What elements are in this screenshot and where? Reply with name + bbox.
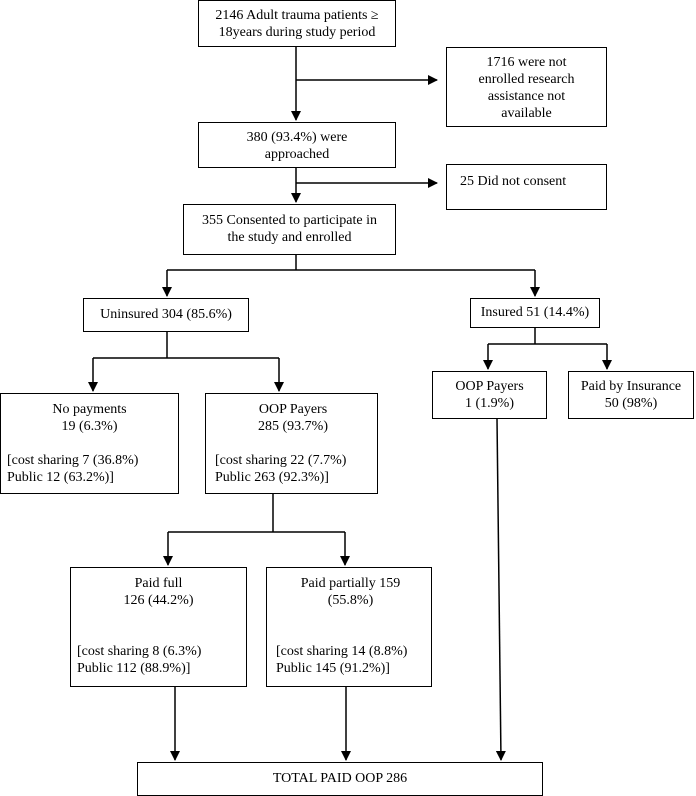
box-text-line: [cost sharing 22 (7.7%) [215, 453, 347, 468]
box-text-line [77, 609, 240, 626]
box-text-line: OOP Payers [258, 402, 328, 417]
box-text-line: 1716 were not [486, 55, 567, 70]
box-text-line: 380 (93.4%) were [246, 130, 348, 145]
box-not-consent: 25 Did not consent [446, 164, 607, 210]
box-text-line: assistance not [487, 89, 566, 104]
box-text-line: 1 (1.9%) [465, 396, 514, 411]
box-text-line: Paid partially 159 [300, 576, 401, 591]
box-text-line [7, 435, 172, 452]
box-text-line: 355 Consented to participate in [202, 213, 377, 228]
box-total-patients: 2146 Adult trauma patients ≥ 18years duri… [198, 0, 396, 47]
box-text-line: 285 (93.7%) [258, 419, 328, 434]
box-text-line: TOTAL PAID OOP 286 [272, 771, 408, 786]
box-text-line: Public 263 (92.3%)] [215, 470, 329, 485]
box-text-line: (55.8%) [327, 593, 374, 608]
box-text-line: Paid full [134, 576, 183, 591]
box-text-line: [cost sharing 14 (8.8%) [276, 644, 408, 659]
box-text-line: Public 12 (63.2%)] [7, 470, 114, 485]
box-text-line: 126 (44.2%) [123, 593, 194, 608]
box-no-payments: No payments 19 (6.3%) [cost sharing 7 (36… [0, 393, 179, 494]
box-text-line: No payments [52, 402, 127, 417]
box-text-line: [cost sharing 7 (36.8%) [7, 453, 139, 468]
box-text-line: OOP Payers [455, 379, 524, 394]
box-text-line: the study and enrolled [227, 230, 352, 245]
box-text-line: [cost sharing 8 (6.3%) [77, 644, 202, 659]
box-consented: 355 Consented to participate in the study… [183, 204, 396, 255]
box-text-line: 2146 Adult trauma patients ≥ [215, 8, 379, 23]
arrow-oop-insured-to-total [495, 418, 506, 761]
box-text-line [276, 609, 425, 626]
box-text-line [276, 626, 425, 643]
box-text-line: 18years during study period [218, 25, 376, 40]
box-insured: Insured 51 (14.4%) [470, 298, 600, 328]
box-text-line [77, 626, 240, 643]
box-paid-partially: Paid partially 159 (55.8%) [cost sharing … [266, 567, 432, 687]
box-text-line: Paid by Insurance [580, 379, 682, 394]
box-text-line: Insured 51 (14.4%) [480, 305, 590, 320]
box-paid-by-insurance: Paid by Insurance 50 (98%) [568, 371, 694, 419]
box-text-line: Public 145 (91.2%)] [276, 661, 390, 676]
box-total-paid: TOTAL PAID OOP 286 [137, 762, 543, 796]
box-uninsured: Uninsured 304 (85.6%) [83, 298, 249, 332]
box-text-line: 50 (98%) [604, 396, 658, 411]
box-not-enrolled: 1716 were not enrolled research assistance… [446, 47, 607, 127]
box-text-line: enrolled research [478, 72, 575, 87]
box-text-line: Uninsured 304 (85.6%) [100, 307, 232, 322]
box-text-line: approached [264, 147, 330, 162]
box-approached: 380 (93.4%) were approached [198, 122, 396, 168]
box-text-line [215, 435, 371, 452]
box-oop-payers-insured: OOP Payers 1 (1.9%) [432, 371, 547, 419]
box-text-line: available [501, 106, 552, 121]
box-text-line: 19 (6.3%) [61, 419, 118, 434]
box-text-line: 25 Did not consent [460, 174, 567, 189]
box-oop-payers-uninsured: OOP Payers 285 (93.7%) [cost sharing 22 (… [205, 393, 378, 494]
box-text-line: Public 112 (88.9%)] [77, 661, 191, 676]
box-paid-full: Paid full 126 (44.2%) [cost sharing 8 (6.… [70, 567, 247, 687]
